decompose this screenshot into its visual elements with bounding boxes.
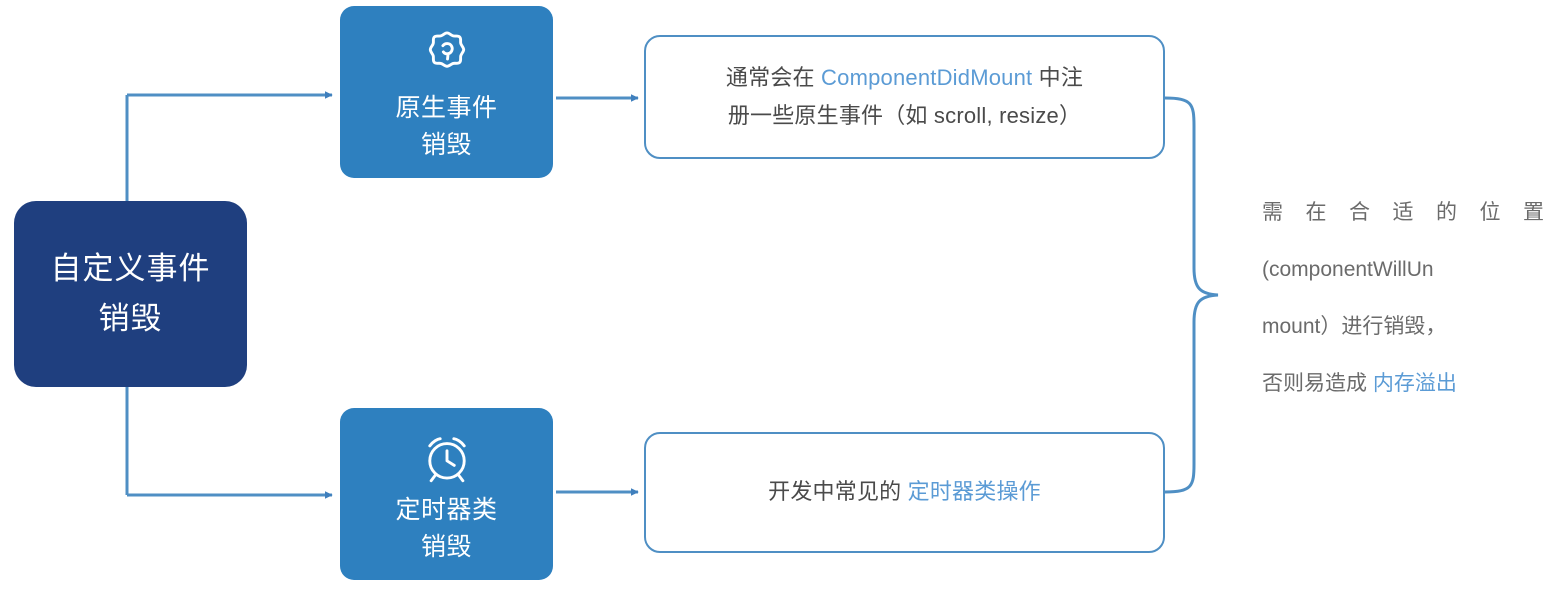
node-timer-line1: 定时器类 [395,496,498,524]
node-timer-destroy[interactable]: 定时器类 销毁 [340,408,553,580]
summary-char-2: 合 [1349,201,1370,224]
node-root-line1: 自定义事件 [50,250,211,286]
summary-char-6: 置 [1523,201,1544,224]
detail-box-native-event[interactable]: 通常会在 ComponentDidMount 中注 册一些原生事件（如 scro… [644,35,1165,159]
node-root[interactable]: 自定义事件 销毁 [14,201,247,387]
detail-timer-part1: 开发中常见的 [768,479,908,505]
node-root-line2: 销毁 [98,301,163,336]
summary-brace [1163,96,1219,494]
summary-line-4-prefix: 否则易造成 [1262,372,1373,395]
node-native-label: 原生事件 销毁 [395,90,497,164]
summary-line-2: (componentWillUn [1262,258,1434,281]
detail-timer-highlight: 定时器类操作 [907,479,1041,505]
detail-native-part1: 通常会在 [725,64,822,90]
detail-timer-text: 开发中常见的 定时器类操作 [750,473,1059,512]
summary-text: 需 在 合 适 的 位 置 (componentWillUn mount）进行销… [1262,184,1544,412]
summary-char-0: 需 [1262,201,1283,224]
summary-char-3: 适 [1392,201,1414,224]
summary-line-4-highlight: 内存溢出 [1372,372,1457,395]
summary-char-1: 在 [1305,201,1327,224]
node-native-event-destroy[interactable]: 原生事件 销毁 [340,6,553,178]
summary-char-5: 位 [1479,201,1501,224]
summary-line-1: 需 在 合 适 的 位 置 [1262,184,1544,241]
node-timer-line2: 销毁 [420,533,472,561]
node-native-line1: 原生事件 [395,94,498,122]
summary-char-4: 的 [1436,201,1457,224]
alarm-clock-icon [427,437,466,483]
node-native-line2: 销毁 [420,131,472,159]
detail-box-timer[interactable]: 开发中常见的 定时器类操作 [644,432,1165,553]
detail-native-highlight: ComponentDidMount [821,64,1033,90]
node-timer-label: 定时器类 销毁 [395,492,497,566]
gear-icon [428,31,465,68]
summary-line-4: 否则易造成 内存溢出 [1262,355,1544,412]
detail-native-line2: 册一些原生事件（如 scroll, resize） [727,103,1082,128]
detail-native-part2: 中注 [1032,64,1084,90]
detail-native-text: 通常会在 ComponentDidMount 中注 册一些原生事件（如 scro… [708,59,1101,136]
summary-line-3: mount）进行销毁， [1262,315,1447,338]
